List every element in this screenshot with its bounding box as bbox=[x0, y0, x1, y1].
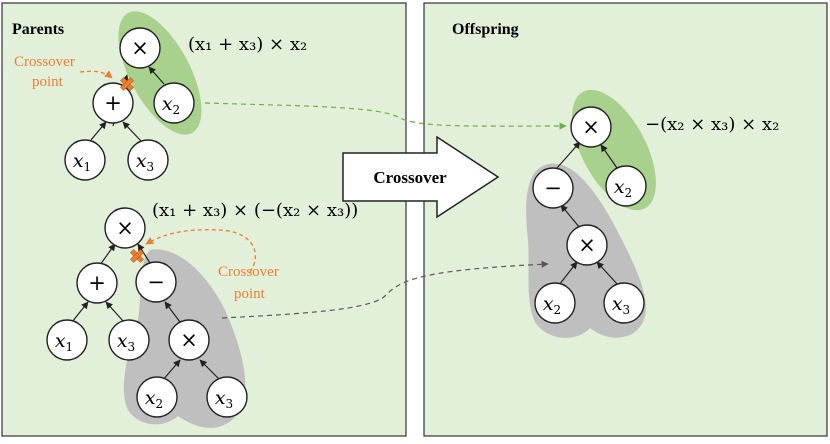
edge bbox=[71, 301, 89, 323]
edge bbox=[90, 121, 107, 141]
svg-text:x2: x2 bbox=[145, 387, 163, 411]
parent2-expression: (x₁ + x₃) × (−(x₂ × x₃)) bbox=[152, 200, 358, 221]
svg-text:−: − bbox=[147, 270, 165, 294]
crossover-arrow-label: Crossover bbox=[373, 168, 447, 187]
p1-x1-node: x1 bbox=[64, 139, 106, 181]
p1-mul-node: × bbox=[119, 27, 161, 69]
gray-transfer-connector bbox=[221, 260, 549, 319]
edge bbox=[199, 359, 221, 381]
svg-text:x2: x2 bbox=[543, 293, 561, 317]
svg-text:x3: x3 bbox=[215, 387, 233, 411]
svg-text:×: × bbox=[180, 328, 198, 352]
off-x2b-node: x2 bbox=[534, 282, 576, 324]
svg-text:×: × bbox=[131, 36, 149, 60]
off-inner-mul-node: × bbox=[566, 224, 608, 266]
svg-text:+: + bbox=[104, 91, 122, 115]
off-neg-node: − bbox=[532, 167, 574, 209]
edge bbox=[600, 144, 618, 169]
off-x2-node: x2 bbox=[605, 165, 647, 207]
p2-neg-node: − bbox=[135, 261, 177, 303]
edge bbox=[556, 141, 581, 169]
p2-inner-mul-node: × bbox=[168, 319, 210, 361]
svg-text:x2: x2 bbox=[162, 93, 180, 117]
p2-x1-node: x1 bbox=[46, 319, 88, 361]
crossover-point-label-1b: point bbox=[32, 74, 64, 90]
svg-text:×: × bbox=[582, 115, 600, 139]
edge bbox=[558, 261, 578, 286]
edge bbox=[148, 66, 165, 85]
p1-x3-node: x3 bbox=[127, 139, 169, 181]
edge bbox=[560, 204, 581, 229]
p1-add-node: + bbox=[92, 82, 134, 124]
crossover-point-label-2b: point bbox=[234, 286, 266, 302]
off-x3-node: x3 bbox=[603, 282, 645, 324]
edge bbox=[137, 243, 151, 264]
crossover-marker-1 bbox=[120, 77, 134, 91]
p2-x2-node: x2 bbox=[136, 376, 178, 418]
crossover-point-pointer-2 bbox=[145, 229, 256, 273]
crossover-arrow: Crossover bbox=[342, 135, 500, 219]
crossover-marker-2 bbox=[130, 249, 144, 263]
p1-x2-node: x2 bbox=[153, 82, 195, 124]
offspring-title: Offspring bbox=[452, 21, 519, 38]
svg-text:x2: x2 bbox=[614, 176, 632, 200]
edge bbox=[596, 261, 619, 286]
crossover-point-pointer-1 bbox=[79, 70, 113, 79]
p2-add-node: + bbox=[76, 262, 118, 304]
p2-x3-node: x3 bbox=[108, 319, 150, 361]
edge bbox=[164, 301, 181, 323]
edge bbox=[99, 243, 116, 266]
p2-mul-node: × bbox=[104, 207, 146, 249]
offspring-panel bbox=[423, 2, 828, 437]
edge bbox=[105, 301, 125, 323]
svg-text:×: × bbox=[578, 233, 596, 257]
p2-x3b-node: x3 bbox=[206, 376, 248, 418]
svg-text:×: × bbox=[116, 216, 134, 240]
off-mul-node: × bbox=[570, 106, 612, 148]
offspring-expression: −(x₂ × x₃) × x₂ bbox=[645, 114, 779, 135]
svg-text:x3: x3 bbox=[117, 330, 135, 354]
svg-text:x1: x1 bbox=[73, 150, 91, 174]
crossover-point-label-2: Crossover bbox=[218, 264, 279, 280]
edge bbox=[162, 359, 181, 381]
crossover-point-label-1: Crossover bbox=[14, 54, 75, 70]
svg-text:x1: x1 bbox=[55, 330, 73, 354]
svg-text:x3: x3 bbox=[612, 293, 630, 317]
svg-text:+: + bbox=[88, 271, 106, 295]
parent1-expression: (x₁ + x₃) × x₂ bbox=[188, 34, 307, 55]
svg-text:x3: x3 bbox=[136, 150, 154, 174]
svg-text:−: − bbox=[544, 176, 562, 200]
parents-title: Parents bbox=[12, 21, 64, 38]
edge bbox=[122, 121, 142, 142]
